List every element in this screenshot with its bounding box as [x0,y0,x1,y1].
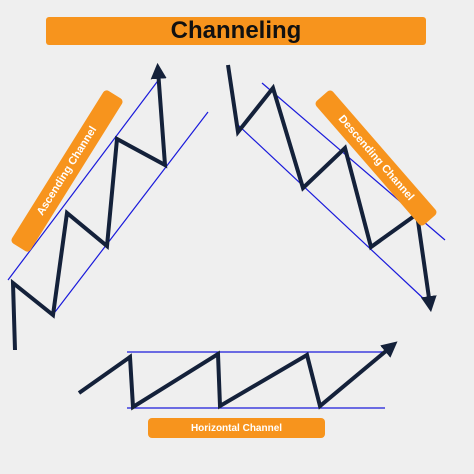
horizontal-channel-label: Horizontal Channel [148,418,325,438]
ascending-upper-channel-line [7,77,161,281]
descending-zigzag [226,64,437,313]
horizontal-zigzag [77,341,398,411]
descending-lower-channel-line [237,124,426,301]
ascending-lower-channel-line [54,111,209,313]
horizontal-channel-label-text: Horizontal Channel [190,422,283,434]
diagram-title: Channeling [170,17,302,44]
ascending-zigzag [10,62,168,351]
title-banner: Channeling [46,17,426,45]
